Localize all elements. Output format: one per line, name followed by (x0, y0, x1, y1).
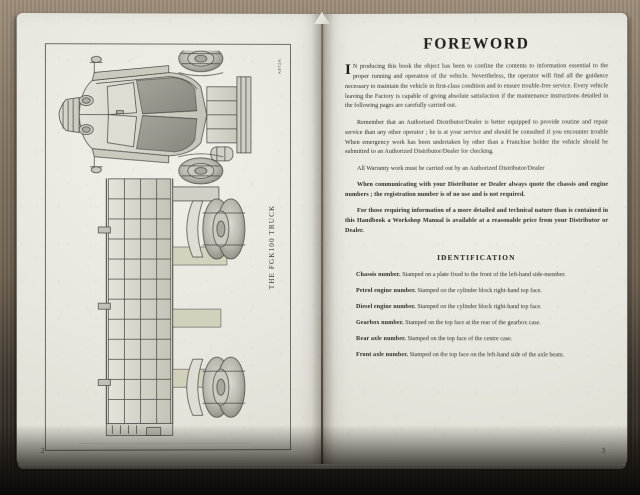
open-book: A972A THE FGK100 TRUCK (16, 12, 628, 469)
foreword-paragraph-5-workshop-manual: For those requiring information of a mor… (345, 208, 609, 235)
identification-label: Front axle number. (356, 352, 409, 359)
desk-shadow (0, 425, 640, 495)
plate-caption: THE FGK100 TRUCK (267, 204, 276, 290)
identification-text: Stamped on the top face of the centre ca… (406, 336, 513, 343)
identification-item-diesel-engine: Diesel engine number. Stamped on the cyl… (345, 303, 608, 313)
identification-label: Gearbox number. (356, 320, 404, 327)
identification-item-chassis: Chassis number. Stamped on a plate fixed… (345, 271, 608, 281)
identification-text: Stamped on the top face at the rear of t… (403, 320, 541, 327)
foreword-paragraph-4-quote-numbers: When communicating with your Distributor… (345, 181, 609, 198)
figure-code-label: A972A (276, 58, 282, 74)
identification-label: Petrol engine number. (356, 287, 417, 294)
foreword-heading: FOREWORD (423, 35, 530, 53)
identification-label: Diesel engine number. (356, 303, 416, 311)
truck-illustration-svg (58, 50, 266, 444)
identification-text: Stamped on the cylinder block right-hand… (416, 287, 542, 295)
foreword-paragraph-3-warranty: All Warranty work must be carried out by… (357, 165, 545, 172)
identification-text: Stamped on the cylinder block right-hand… (415, 304, 542, 311)
identification-label: Chassis number. (356, 271, 401, 278)
identification-text: Stamped on a plate fixed to the front of… (400, 271, 566, 279)
left-page: A972A THE FGK100 TRUCK (16, 12, 322, 468)
foreword-paragraph-2: Remember that an Authorised Distributor/… (345, 119, 609, 156)
identification-label: Rear axle number. (356, 336, 407, 343)
drop-cap: I (345, 61, 351, 78)
identification-item-rear-axle: Rear axle number. Stamped on the top fac… (345, 335, 608, 345)
identification-item-front-axle: Front axle number. Stamped on the top fa… (345, 351, 608, 361)
identification-heading: IDENTIFICATION (437, 252, 516, 262)
identification-item-gearbox: Gearbox number. Stamped on the top face … (345, 319, 608, 329)
fgk100-truck-line-drawing (50, 50, 266, 444)
identification-item-petrol-engine: Petrol engine number. Stamped on the cyl… (345, 287, 608, 297)
paragraph-text: N producing this book the object has bee… (345, 63, 609, 110)
identification-text: Stamped on the top face on the left-hand… (408, 352, 565, 359)
illustration-frame: A972A THE FGK100 TRUCK (44, 43, 291, 451)
